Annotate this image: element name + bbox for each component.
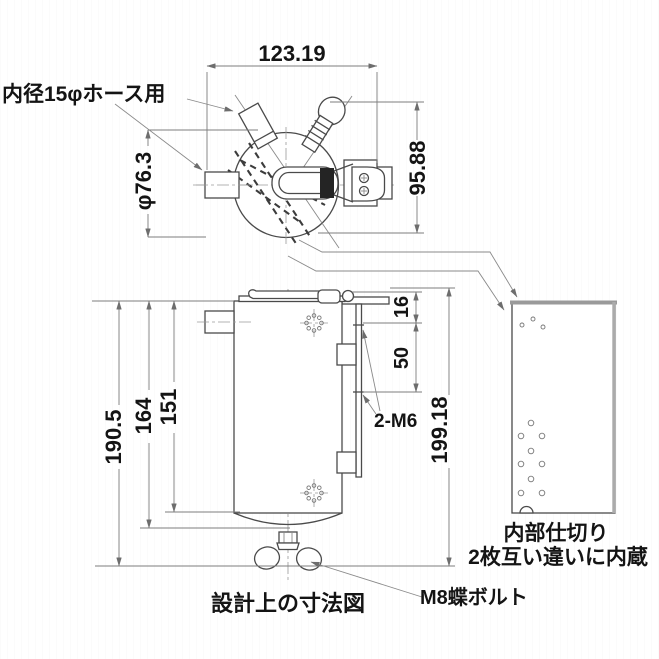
tank-body — [233, 300, 343, 514]
dim-hole-offset-text: 16 — [391, 296, 413, 318]
dim-overall-height: 190.5 — [101, 300, 126, 567]
dim-body-height: 164 — [131, 300, 156, 529]
wing-bolt-wing-left — [253, 546, 281, 570]
thread-callout-text: 2-M6 — [374, 411, 417, 432]
screw-icon — [358, 172, 370, 184]
plate-holes-top — [519, 316, 546, 330]
dim-total-height-text: 199.18 — [427, 396, 452, 463]
dim-diameter-text: φ76.3 — [131, 152, 156, 211]
partition-leader-2 — [287, 255, 505, 311]
weld-pattern-lower — [300, 479, 328, 507]
hose-label: 内径15φホース用 — [2, 82, 165, 106]
plate-bottom-notch — [519, 505, 534, 514]
latch-catch — [317, 289, 341, 304]
top-view — [193, 94, 394, 249]
front-view-dimensions: 190.5 164 151 199.18 16 50 — [92, 287, 528, 609]
bracket-spacer-upper — [336, 343, 357, 366]
dim-hole-pitch-text: 50 — [391, 347, 413, 369]
toggle-latch — [271, 159, 393, 207]
dim-height-text: 95.88 — [405, 140, 430, 195]
dim-diameter: φ76.3 — [131, 129, 258, 238]
partition-leader-1 — [298, 239, 518, 298]
hose-leader-2 — [114, 103, 203, 171]
dim-height: 95.88 — [318, 101, 430, 234]
latch-mount-plate — [351, 166, 386, 202]
latch-pivot — [341, 289, 355, 303]
plate-holes-drain — [517, 419, 546, 497]
toggle-latch-side — [248, 289, 355, 304]
clamp-handle — [301, 96, 346, 154]
screw-icon — [358, 185, 370, 197]
handle-neck — [301, 114, 334, 154]
partition-label-1: 内部仕切り — [504, 521, 609, 545]
latch-lever — [248, 289, 320, 300]
wing-bolt-wing-right — [295, 547, 323, 571]
wing-bolt-callout: M8蝶ボルト — [310, 561, 528, 609]
dim-width: 123.19 — [206, 41, 378, 170]
tank-dome-bottom — [233, 512, 343, 526]
thread-callout: 2-M6 — [362, 329, 417, 432]
dim-width-text: 123.19 — [258, 41, 325, 66]
partition-plate — [511, 302, 616, 514]
wing-bolt-nut — [276, 542, 300, 551]
weld-pattern-upper — [300, 309, 328, 337]
partition-plate-view: 内部仕切り 2枚互い違いに内蔵 — [287, 239, 648, 569]
dim-total-height: 199.18 — [427, 287, 452, 567]
dim-overall-height-text: 190.5 — [101, 409, 126, 464]
drawing-title: 設計上の寸法図 — [211, 591, 365, 616]
front-view — [197, 289, 390, 581]
dim-body-height-text: 164 — [131, 397, 156, 434]
partition-label-2: 2枚互い違いに内蔵 — [468, 545, 648, 569]
wing-bolt — [253, 531, 323, 571]
hose-port-angled — [237, 102, 279, 150]
dim-hole-pitch: 50 — [391, 322, 419, 393]
bracket-plate — [355, 303, 363, 478]
bracket-spacer-lower — [336, 451, 357, 474]
wing-bolt-stem — [278, 531, 298, 544]
wing-bolt-callout-text: M8蝶ボルト — [420, 585, 528, 609]
top-view-dimensions: 123.19 95.88 φ76.3 内径15φホース用 — [2, 41, 430, 238]
hose-label-group: 内径15φホース用 — [2, 82, 234, 171]
dim-shell-height-text: 151 — [156, 389, 181, 426]
dim-hole-offset: 16 — [391, 291, 419, 324]
latch-catch-block — [320, 168, 334, 198]
hose-leader-1 — [186, 98, 234, 112]
dim-shell-height: 151 — [156, 300, 181, 513]
